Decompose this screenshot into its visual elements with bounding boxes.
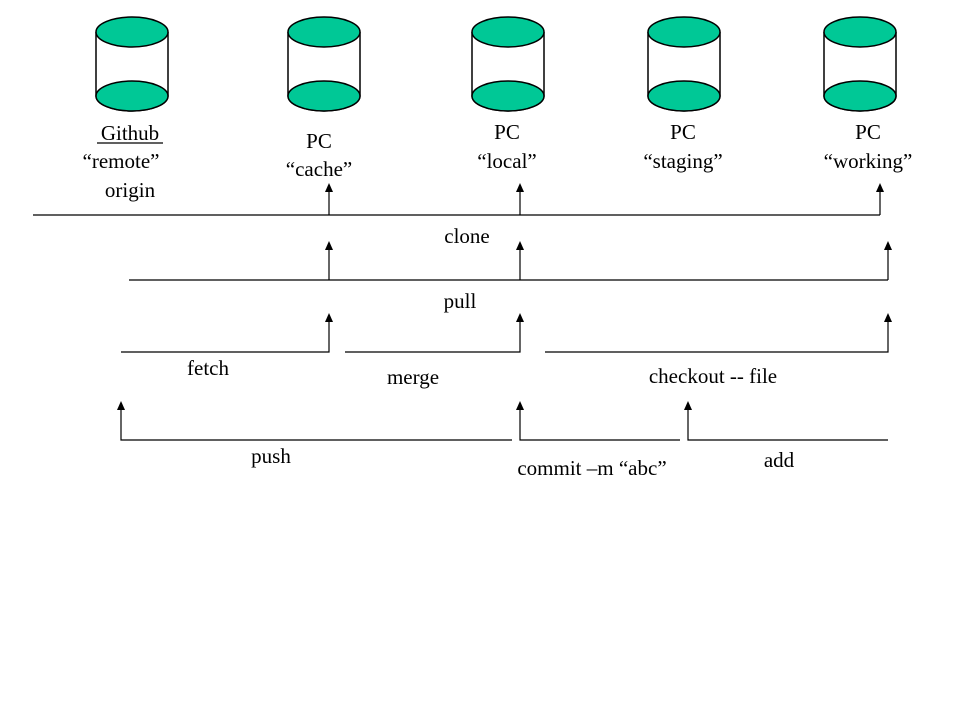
pull-label: pull bbox=[444, 289, 477, 313]
local-repository-icon bbox=[471, 16, 545, 112]
cylinder-bottom bbox=[647, 80, 721, 112]
github-remote-label: “remote” bbox=[83, 149, 160, 173]
cache-name-label: “cache” bbox=[286, 157, 352, 181]
clone-label: clone bbox=[444, 224, 489, 248]
cache-repository-icon bbox=[287, 16, 361, 112]
commit-arrow bbox=[516, 401, 680, 441]
checkout-label: checkout -- file bbox=[649, 364, 777, 388]
cylinder-bottom bbox=[471, 80, 545, 112]
cylinder-bottom bbox=[287, 80, 361, 112]
fetch-label: fetch bbox=[187, 356, 229, 380]
github-origin-label: origin bbox=[105, 178, 156, 202]
working-name-label: “working” bbox=[824, 149, 913, 173]
cylinder-bottom bbox=[823, 80, 897, 112]
staging-name-label: “staging” bbox=[643, 149, 722, 173]
push-arrow bbox=[117, 401, 512, 441]
merge-label: merge bbox=[387, 365, 439, 389]
github-label: Github bbox=[101, 121, 159, 145]
commit-label: commit –m “abc” bbox=[517, 456, 666, 480]
cylinder-top bbox=[95, 16, 169, 48]
working-pc-label: PC bbox=[855, 120, 881, 144]
cylinder-bottom bbox=[95, 80, 169, 112]
merge-arrow bbox=[345, 313, 524, 353]
cylinder-top bbox=[823, 16, 897, 48]
cylinder-top bbox=[647, 16, 721, 48]
cache-pc-label: PC bbox=[306, 129, 332, 153]
staging-repository-icon bbox=[647, 16, 721, 112]
cylinder-top bbox=[287, 16, 361, 48]
pull-arrows bbox=[129, 241, 892, 281]
working-repository-icon bbox=[823, 16, 897, 112]
cylinder-top bbox=[471, 16, 545, 48]
clone-arrows bbox=[33, 183, 884, 216]
push-label: push bbox=[251, 444, 291, 468]
add-label: add bbox=[764, 448, 795, 472]
github-repository-icon bbox=[95, 16, 169, 112]
staging-pc-label: PC bbox=[670, 120, 696, 144]
fetch-arrow bbox=[121, 313, 333, 353]
add-arrow bbox=[684, 401, 888, 441]
local-name-label: “local” bbox=[477, 149, 536, 173]
local-pc-label: PC bbox=[494, 120, 520, 144]
checkout-arrow bbox=[545, 313, 892, 353]
